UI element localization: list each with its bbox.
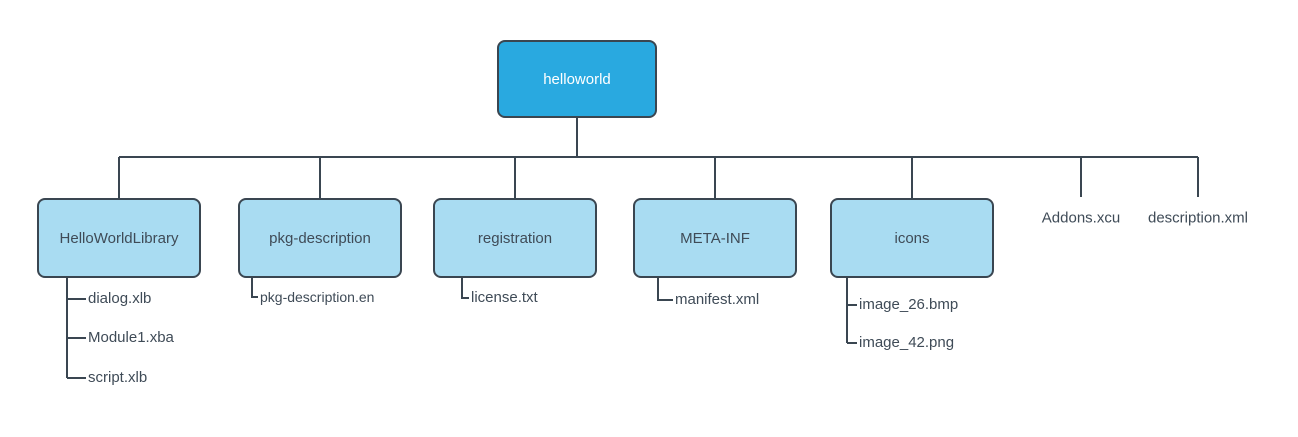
- file-label-pkg-description-en: pkg-description.en: [260, 289, 375, 305]
- file-label-addons-xcu: Addons.xcu: [1041, 209, 1121, 227]
- leaf-connector-pkg-description: [251, 278, 258, 298]
- leaf-connector-registration: [461, 278, 469, 299]
- node-registration: registration: [433, 198, 597, 278]
- file-label-script-xlb: script.xlb: [88, 369, 148, 386]
- file-label-description-xml: description.xml: [1147, 209, 1249, 227]
- file-label-license-txt: license.txt: [471, 289, 538, 306]
- leaf-connector-icons: [846, 278, 857, 344]
- leaf-connector-helloworldlibrary: [66, 278, 86, 379]
- file-label-dialog-xlb: dialog.xlb: [88, 290, 152, 307]
- file-label-manifest-xml: manifest.xml: [675, 291, 760, 308]
- file-label-module1-xba: Module1.xba: [88, 329, 174, 346]
- node-pkg-description-label: pkg-description: [269, 229, 371, 247]
- node-registration-label: registration: [477, 229, 553, 247]
- node-helloworld-label: helloworld: [543, 70, 611, 88]
- node-meta-inf: META-INF: [633, 198, 797, 278]
- leaf-connector-meta-inf: [657, 278, 673, 301]
- node-helloworldlibrary-label: HelloWorldLibrary: [59, 229, 179, 247]
- node-meta-inf-label: META-INF: [680, 229, 750, 247]
- node-icons: icons: [830, 198, 994, 278]
- file-label-image-26-bmp: image_26.bmp: [859, 296, 959, 313]
- node-helloworld: helloworld: [497, 40, 657, 118]
- file-label-image-42-png: image_42.png: [859, 334, 955, 351]
- node-icons-label: icons: [894, 229, 930, 247]
- node-helloworldlibrary: HelloWorldLibrary: [37, 198, 201, 278]
- node-pkg-description: pkg-description: [238, 198, 402, 278]
